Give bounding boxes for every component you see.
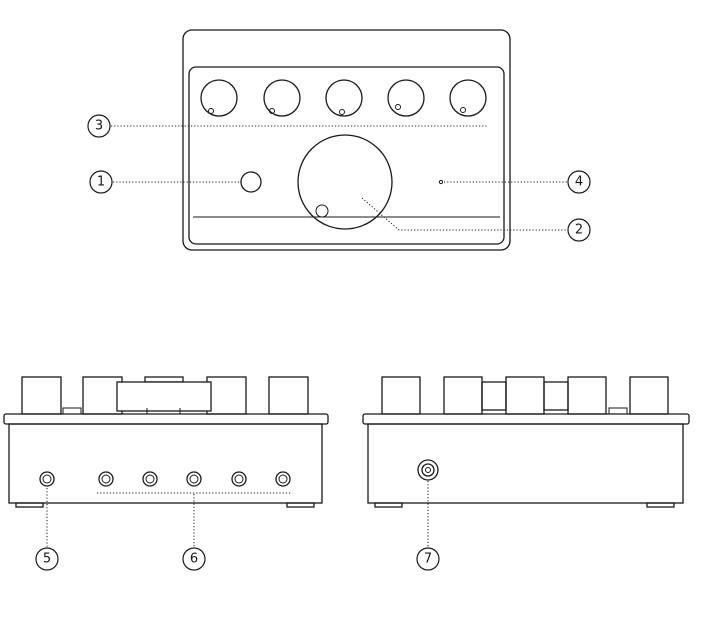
power-input-jack (417, 459, 439, 481)
callout-5-label: 5 (43, 552, 51, 567)
front-big-knob (116, 381, 212, 412)
front-foot-left (15, 502, 44, 508)
callout-4: 4 (567, 170, 591, 194)
leader-line-2 (361, 197, 567, 231)
callout-2: 2 (567, 218, 591, 242)
output-jack-5 (275, 471, 291, 487)
rear-knob-5 (629, 376, 669, 415)
rear-small-tab (608, 407, 628, 415)
callout-1-label: 1 (97, 175, 105, 190)
rear-bar-right (543, 381, 569, 411)
callout-4-label: 4 (575, 175, 583, 190)
front-foot-right (286, 502, 315, 508)
small-knob-4 (387, 79, 425, 117)
small-knob-5 (449, 79, 487, 117)
front-knob-5 (268, 376, 309, 415)
small-knob-1 (200, 79, 238, 117)
output-jack-1 (98, 471, 114, 487)
output-jack-3 (186, 471, 202, 487)
rear-top-rim (362, 413, 690, 425)
rear-body (367, 423, 684, 504)
rear-foot-right (646, 502, 675, 508)
rear-foot-left (374, 502, 403, 508)
callout-5: 5 (35, 547, 59, 571)
rear-knob-2 (443, 376, 483, 415)
callout-2-label: 2 (575, 223, 583, 238)
front-knob-2 (82, 376, 123, 415)
small-knob-2 (263, 79, 301, 117)
headphone-jack-front (39, 471, 55, 487)
callout-7-label: 7 (424, 552, 432, 567)
rear-view (362, 376, 690, 547)
callout-6-label: 6 (190, 552, 198, 567)
front-small-tab (62, 407, 82, 415)
top-view-inner-panel (188, 66, 505, 245)
rear-knob-4 (567, 376, 607, 415)
callout-1: 1 (89, 170, 113, 194)
rear-knob-1 (381, 376, 421, 415)
led-indicator (438, 179, 444, 185)
front-knob-4 (206, 376, 247, 415)
push-button (240, 171, 262, 193)
front-view (3, 376, 329, 547)
front-body (8, 423, 323, 504)
rear-bar-left (481, 381, 507, 411)
output-jack-2 (142, 471, 158, 487)
callout-6: 6 (182, 547, 206, 571)
front-knob-center-base (144, 376, 184, 383)
rear-knob-3 (505, 376, 545, 415)
output-jack-4 (231, 471, 247, 487)
callout-3-label: 3 (95, 119, 103, 134)
front-top-rim (3, 413, 329, 425)
top-view (111, 29, 567, 251)
small-knob-3 (325, 79, 363, 117)
main-volume-knob (297, 134, 393, 230)
callout-3: 3 (87, 114, 111, 138)
callout-7: 7 (416, 547, 440, 571)
front-knob-1 (21, 376, 62, 415)
top-view-outer-body (182, 29, 511, 251)
